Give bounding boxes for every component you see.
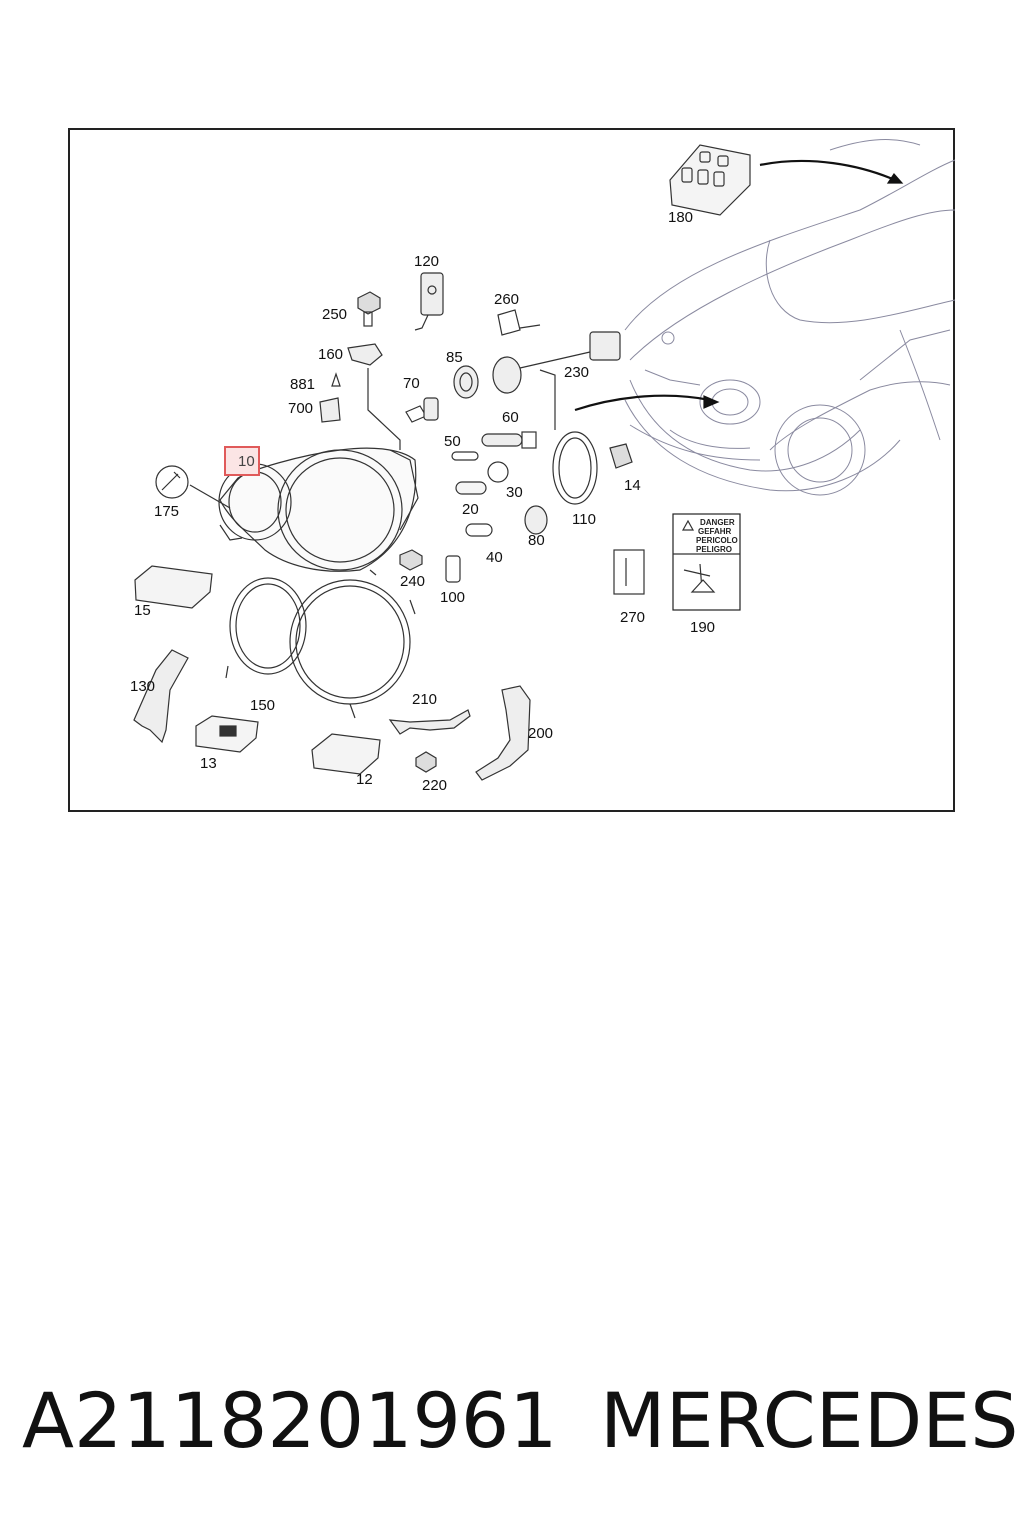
callout-100: 100 [440,589,466,606]
part-12-control-module [311,733,381,775]
callout-700: 700 [288,400,314,417]
callout-10-highlighted[interactable]: 10 [224,446,260,476]
callout-15: 15 [134,602,151,619]
arrow-to-fuse-location [759,159,896,182]
part-200-support-bracket [475,685,531,781]
part-220-screw [415,751,437,773]
callout-20: 20 [462,501,479,518]
arrow-to-headlamp-location [574,394,711,412]
part-14-ignitor [609,443,633,469]
part-80-cap [524,505,548,535]
part-120-level-adjuster [414,272,444,331]
part-70-halogen-bulb [405,397,439,423]
callout-220: 220 [422,777,448,794]
part-40-bulb [465,523,493,537]
parts-diagram: DANGER GEFAHR PERICOLO PELIGRO [68,128,956,812]
arrow-head-fuse [886,173,904,184]
callout-50: 50 [444,433,461,450]
part-15-control-unit [134,565,213,609]
callout-12: 12 [356,771,373,788]
callout-60: 60 [502,409,519,426]
part-175-tool-symbol [155,465,231,509]
brand-name: MERCEDES [600,1376,1019,1465]
part-160-clip [347,343,401,450]
callout-30: 30 [506,484,523,501]
part-150-bezel-frame [225,577,416,719]
part-number: A2118201961 [22,1376,558,1465]
callout-40: 40 [486,549,503,566]
warning-line-4: PELIGRO [696,545,732,554]
part-881-clip [331,372,341,387]
callout-85: 85 [446,349,463,366]
callout-250: 250 [322,306,348,323]
part-180-connector-block [669,144,751,216]
callout-200: 200 [528,725,554,742]
product-caption: A2118201961 MERCEDES [22,1376,1018,1466]
part-190-warning-label: DANGER GEFAHR PERICOLO PELIGRO [672,513,741,611]
part-700-holder [319,397,341,423]
part-10-headlamp-assembly [218,447,419,576]
callout-80: 80 [528,532,545,549]
part-270-label [613,549,645,595]
part-230-cable-harness [492,331,621,430]
part-110-retaining-ring [552,431,598,505]
warning-line-3: PERICOLO [696,536,738,545]
warning-line-1: DANGER [700,518,735,527]
car-outline [624,139,956,496]
callout-210: 210 [412,691,438,708]
callout-240: 240 [400,573,426,590]
callout-190: 190 [690,619,716,636]
part-130-bracket [133,649,189,744]
part-240-screw [399,549,423,571]
part-50-bulb [451,451,479,461]
part-60-xenon-bulb [481,431,537,449]
callout-260: 260 [494,291,520,308]
callout-160: 160 [318,346,344,363]
callout-230: 230 [564,364,590,381]
exploded-view-drawing: DANGER GEFAHR PERICOLO PELIGRO [133,139,956,781]
callout-14: 14 [624,477,641,494]
part-13-ballast-unit [195,715,259,753]
callout-13: 13 [200,755,217,772]
part-260-socket [497,309,541,336]
part-100-sleeve [445,555,461,583]
part-20-indicator-bulb [455,481,487,495]
callout-70: 70 [403,375,420,392]
callout-270: 270 [620,609,646,626]
callout-110: 110 [572,511,596,528]
part-210-mounting-bracket [388,709,471,735]
arrow-head-headlamp [703,395,720,409]
callout-881: 881 [290,376,316,393]
part-30-socket [487,461,509,483]
part-85-bulb-holder [453,365,479,399]
warning-line-2: GEFAHR [698,527,732,536]
part-250-bolt [357,291,381,327]
callout-120: 120 [414,253,440,270]
callout-150: 150 [250,697,276,714]
callout-130: 130 [130,678,156,695]
callout-175: 175 [154,503,180,520]
callout-180: 180 [668,209,694,226]
